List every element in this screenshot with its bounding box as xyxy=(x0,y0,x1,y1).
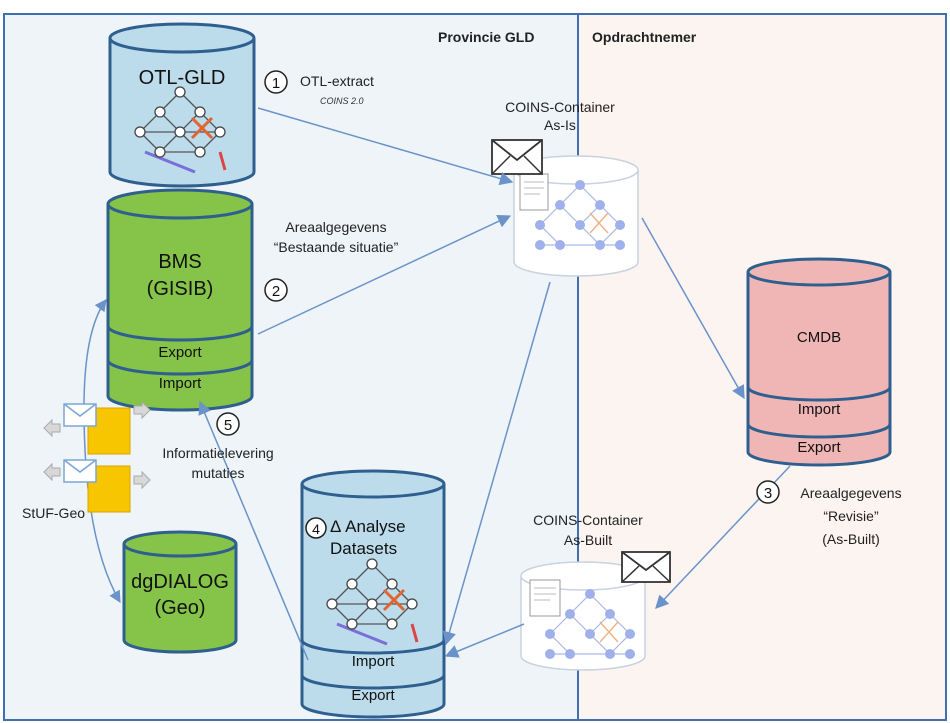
step-1: 1 OTL-extract COINS 2.0 xyxy=(264,70,374,106)
cmdb-import-label: Import xyxy=(798,401,841,418)
arrow-asis-to-cmdb xyxy=(641,217,745,400)
step2-line1: Areaalgegevens xyxy=(285,219,386,235)
dgdialog-label-line2: (Geo) xyxy=(154,597,205,619)
analyse-label-line1: Δ Analyse xyxy=(330,517,406,536)
asbuilt-label-line1: COINS-Container xyxy=(533,512,643,528)
step-number-badge xyxy=(305,517,327,539)
coins-container-asbuilt: COINS-Container As-Built xyxy=(520,512,671,671)
bms-label-line2: (GISIB) xyxy=(147,278,214,300)
database-dgdialog: dgDIALOG (Geo) xyxy=(122,530,238,654)
stuf-geo-messages: StUF-Geo xyxy=(22,400,151,521)
step-number: 5 xyxy=(224,417,232,434)
panel-title-provincie: Provincie GLD xyxy=(438,29,534,45)
bms-export-label: Export xyxy=(158,344,202,361)
dgdialog-label-line1: dgDIALOG xyxy=(131,571,229,593)
arrow-otl-to-asis xyxy=(257,107,514,186)
asis-label-line2: As-Is xyxy=(544,117,576,133)
database-bms: BMS (GISIB) Export Import xyxy=(106,188,254,412)
step1-label: OTL-extract xyxy=(300,73,374,89)
mail-package-icon xyxy=(63,459,131,513)
step1-sublabel: COINS 2.0 xyxy=(320,96,364,106)
analyse-export-label: Export xyxy=(351,687,395,704)
document-icon xyxy=(529,579,561,617)
arrow-right-icon xyxy=(133,470,151,490)
stuf-geo-label: StUF-Geo xyxy=(22,505,85,521)
bms-label-line1: BMS xyxy=(158,251,201,273)
document-icon xyxy=(519,173,549,211)
step5-line1: Informatielevering xyxy=(162,445,273,461)
step-number: 2 xyxy=(272,283,280,300)
database-analyse-datasets: Δ Analyse Datasets Import Export xyxy=(300,469,446,719)
arrow-asis-to-analyse xyxy=(442,281,551,646)
mail-package-icon xyxy=(63,403,131,455)
step-number: 4 xyxy=(312,521,320,537)
arrow-bms-to-asis xyxy=(257,215,512,335)
otl-label: OTL-GLD xyxy=(139,67,226,89)
step-number: 1 xyxy=(272,75,280,92)
step2-line2: “Bestaande situatie” xyxy=(274,239,399,255)
panel-provincie xyxy=(3,13,579,721)
step3-line2: “Revisie” xyxy=(823,508,879,524)
arrow-left-icon xyxy=(43,462,61,482)
database-cmdb: CMDB Import Export xyxy=(746,257,892,467)
step-number-badge xyxy=(264,278,288,302)
step-3: 3 Areaalgegevens “Revisie” (As-Built) xyxy=(756,480,902,547)
step3-line1: Areaalgegevens xyxy=(800,485,901,501)
arrow-asbuilt-to-analyse xyxy=(444,623,525,658)
envelope-icon xyxy=(621,551,671,583)
envelope-icon xyxy=(491,139,543,175)
database-otl-gld: OTL-GLD xyxy=(108,22,256,188)
arrow-right-icon xyxy=(133,400,151,420)
arrow-left-icon xyxy=(43,418,61,438)
step-4: 4 xyxy=(305,517,327,539)
asbuilt-label-line2: As-Built xyxy=(564,532,612,548)
step-number: 3 xyxy=(764,485,772,502)
arrow-analyse-to-bms xyxy=(198,400,309,661)
cmdb-label: CMDB xyxy=(797,329,841,346)
panel-title-opdrachtnemer: Opdrachtnemer xyxy=(592,29,697,45)
step3-line3: (As-Built) xyxy=(822,531,880,547)
coins-container-asis: COINS-Container As-Is xyxy=(491,99,639,277)
step-number-badge xyxy=(264,70,288,94)
analyse-import-label: Import xyxy=(352,653,395,670)
step-number-badge xyxy=(756,480,780,504)
asis-label-line1: COINS-Container xyxy=(505,99,615,115)
step-2: Areaalgegevens “Bestaande situatie” 2 xyxy=(264,219,399,302)
step-5: 5 Informatielevering mutaties xyxy=(162,412,274,481)
cmdb-export-label: Export xyxy=(797,439,841,456)
bms-import-label: Import xyxy=(159,375,202,392)
analyse-label-line2: Datasets xyxy=(330,539,397,558)
step-number-badge xyxy=(216,412,240,436)
step5-line2: mutaties xyxy=(192,465,245,481)
